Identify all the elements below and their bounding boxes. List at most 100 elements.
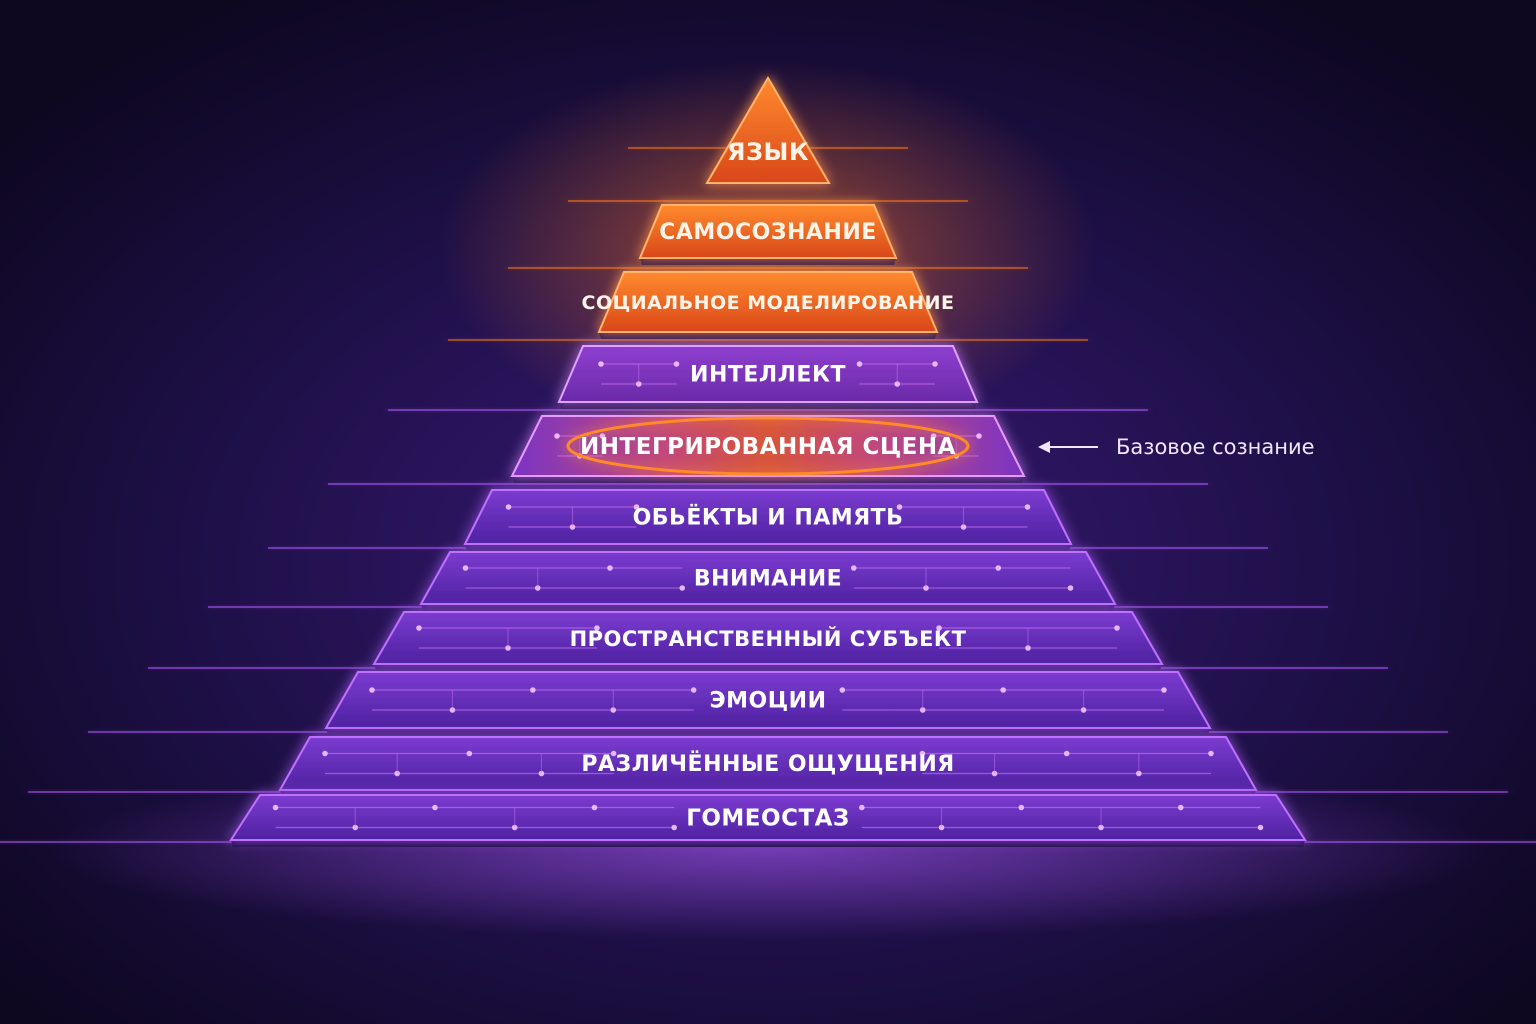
circuit-node xyxy=(607,565,613,571)
circuit-node xyxy=(534,585,541,591)
tier-rim xyxy=(465,544,1071,551)
circuit-node xyxy=(850,565,857,571)
glow-line xyxy=(508,267,1028,269)
circuit-node xyxy=(919,707,926,713)
pyramid-tier: САМОСОЗНАНИЕ xyxy=(638,204,898,265)
tier-rim xyxy=(512,476,1024,483)
tier-body xyxy=(510,415,1026,477)
tier-body xyxy=(372,611,1164,665)
glow-line xyxy=(328,483,1208,485)
circuit-node xyxy=(1257,824,1264,831)
circuit-node xyxy=(610,707,617,713)
circuit-node xyxy=(466,750,473,757)
circuit-node xyxy=(839,687,846,693)
circuit-node xyxy=(554,433,560,439)
circuit-node xyxy=(856,361,863,367)
tier-rim xyxy=(231,840,1305,847)
circuit-node xyxy=(930,433,937,439)
circuit-node xyxy=(352,824,359,831)
circuit-node xyxy=(995,565,1002,571)
pyramid-tier: РАЗЛИЧЁННЫЕ ОЩУЩЕНИЯ xyxy=(278,736,1258,797)
circuit-node xyxy=(1136,770,1142,777)
tier-body xyxy=(324,671,1212,729)
circuit-node xyxy=(505,645,511,651)
circuit-node xyxy=(896,504,903,510)
circuit-node xyxy=(919,750,926,757)
callout-label: Базовое сознание xyxy=(1116,435,1315,459)
circuit-node xyxy=(673,361,680,367)
pyramid-tier: СОЦИАЛЬНОЕ МОДЕЛИРОВАНИЕ xyxy=(582,271,955,339)
pyramid-tier: ЯЗЫК xyxy=(705,76,831,184)
tier-rim xyxy=(326,728,1210,735)
pyramid-tier: ЭМОЦИИ xyxy=(324,671,1212,735)
circuit-node xyxy=(591,804,598,811)
circuit-node xyxy=(569,524,576,530)
circuit-node xyxy=(679,585,686,591)
circuit-node xyxy=(538,770,545,777)
circuit-node xyxy=(511,824,518,831)
circuit-node xyxy=(322,750,328,757)
circuit-node xyxy=(1025,645,1031,651)
circuit-node xyxy=(369,687,375,693)
circuit-node xyxy=(932,361,938,367)
tier-rim xyxy=(640,258,896,265)
circuit-node xyxy=(1208,750,1214,757)
tier-body xyxy=(638,204,898,259)
circuit-node xyxy=(594,625,600,631)
tier-rim xyxy=(599,332,937,339)
circuit-node xyxy=(960,524,967,530)
tier-rim xyxy=(374,664,1162,671)
tier-label: ИНТЕГРИРОВАННАЯ СЦЕНА xyxy=(580,434,956,460)
circuit-node xyxy=(1098,824,1104,831)
circuit-node xyxy=(1080,707,1087,713)
pyramid-tier: ВНИМАНИЕ xyxy=(419,551,1117,611)
circuit-node xyxy=(938,824,945,831)
circuit-node xyxy=(530,687,536,693)
circuit-node xyxy=(976,433,982,439)
circuit-node xyxy=(598,361,604,367)
glow-line xyxy=(388,409,1148,411)
glow-line xyxy=(448,339,1088,341)
arrow-left-icon xyxy=(1038,441,1050,453)
tier-body xyxy=(705,76,831,184)
tier-label: ВНИМАНИЕ xyxy=(694,567,842,592)
pyramid-tiers: ЯЗЫК САМОСОЗНАНИЕ СОЦИАЛЬНОЕ МОДЕЛИРОВАНИЕ… xyxy=(229,76,1307,847)
tier-label: СОЦИАЛЬНОЕ МОДЕЛИРОВАНИЕ xyxy=(582,292,955,314)
circuit-node xyxy=(1114,625,1120,631)
circuit-node xyxy=(599,433,606,439)
circuit-node xyxy=(462,565,469,571)
circuit-node xyxy=(1063,750,1070,757)
circuit-node xyxy=(505,504,512,510)
circuit-node xyxy=(690,687,697,693)
circuit-node xyxy=(991,770,998,777)
pyramid-tier: ГОМЕОСТАЗ xyxy=(229,794,1307,847)
tier-label: ЯЗЫК xyxy=(727,138,809,166)
circuit-node xyxy=(1000,687,1006,693)
circuit-node xyxy=(416,625,422,631)
circuit-node xyxy=(1177,804,1184,811)
pyramid-tier: ОБЬЁКТЫ И ПАМЯТЬ xyxy=(463,489,1073,551)
tier-body xyxy=(419,551,1117,605)
pyramid-tier: ПРОСТРАНСТВЕННЫЙ СУБЪЕКТ xyxy=(372,611,1164,671)
tier-body xyxy=(463,489,1073,545)
circuit-node xyxy=(936,625,942,631)
tier-label: САМОСОЗНАНИЕ xyxy=(659,220,877,245)
tier-label: ОБЬЁКТЫ И ПАМЯТЬ xyxy=(633,505,904,531)
tier-body xyxy=(278,736,1258,791)
circuit-node xyxy=(1161,687,1167,693)
circuit-node xyxy=(272,804,279,811)
tier-label: ГОМЕОСТАЗ xyxy=(686,806,850,832)
circuit-node xyxy=(1024,504,1031,510)
tier-rim xyxy=(559,402,977,409)
tier-body xyxy=(557,345,979,403)
circuit-node xyxy=(859,804,865,811)
circuit-node xyxy=(633,504,640,510)
circuit-node xyxy=(1018,804,1025,811)
tier-label: РАЗЛИЧЁННЫЕ ОЩУЩЕНИЯ xyxy=(581,751,954,777)
circuit-node xyxy=(635,381,642,387)
circuit-node xyxy=(671,824,677,831)
tier-label: ЭМОЦИИ xyxy=(710,689,827,714)
circuit-node xyxy=(923,585,929,591)
circuit-node xyxy=(894,381,901,387)
